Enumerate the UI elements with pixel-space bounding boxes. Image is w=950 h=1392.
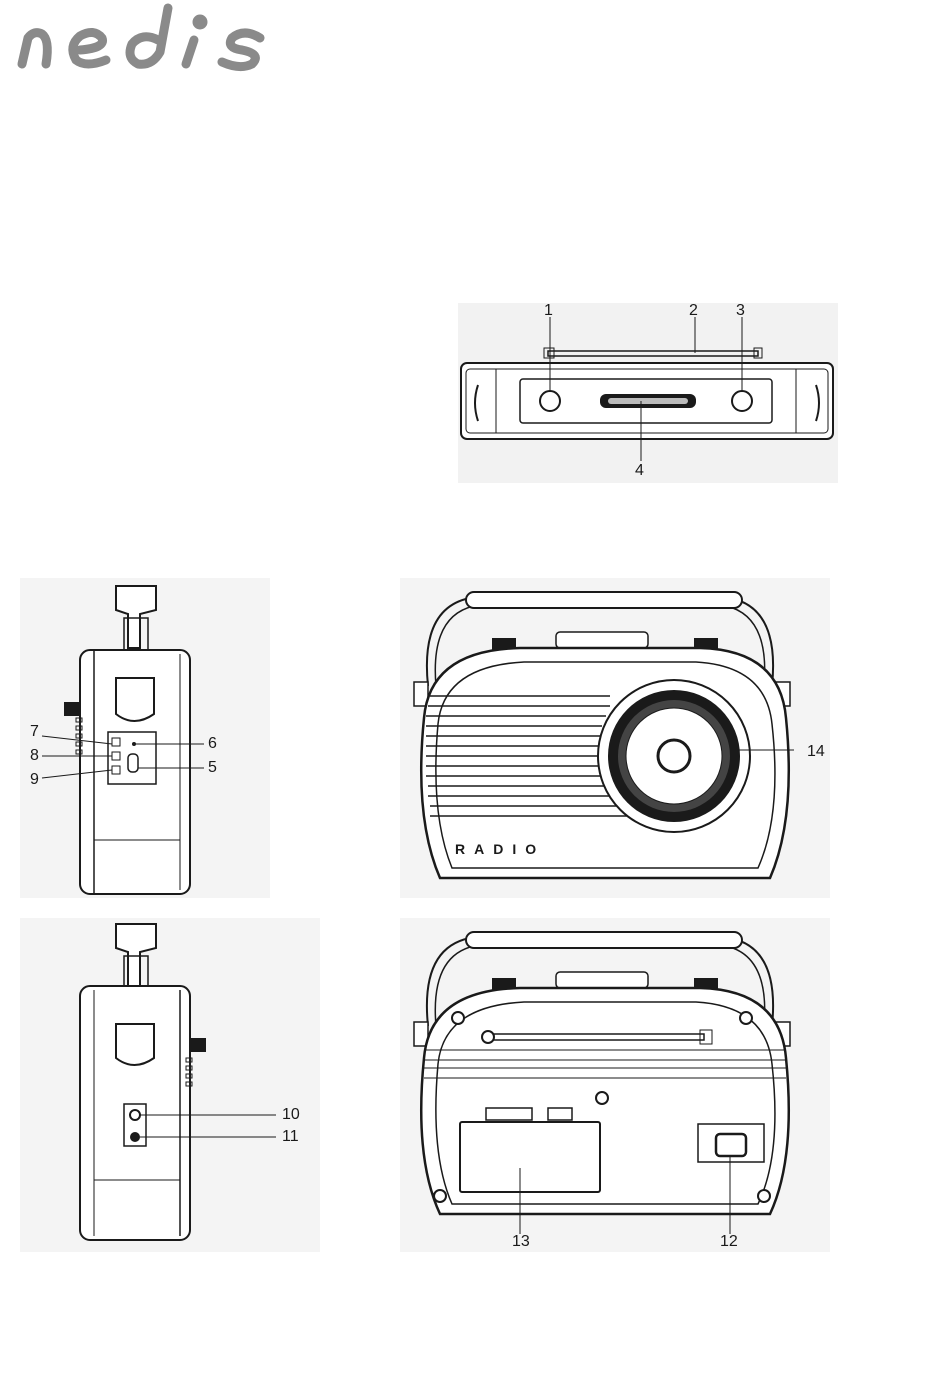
- callout-5: 5: [208, 760, 217, 776]
- callout-10: 10: [282, 1107, 300, 1123]
- callout-13: 13: [512, 1234, 530, 1250]
- callout-11: 11: [282, 1129, 299, 1145]
- callout-2: 2: [689, 303, 698, 319]
- side-view-right-figure: 10 11: [20, 918, 320, 1252]
- side-view-left-figure: 7 8 9 6 5: [20, 578, 270, 898]
- callout-9: 9: [30, 772, 39, 788]
- top-view-figure: 1 2 3 4: [458, 303, 838, 483]
- callout-8: 8: [30, 748, 39, 764]
- radio-front-text: RADIO: [455, 841, 545, 857]
- brand-logo: [8, 0, 308, 80]
- callout-6: 6: [208, 736, 217, 752]
- front-view-figure: RADIO 14: [400, 578, 830, 898]
- callout-3: 3: [736, 303, 745, 319]
- callout-14: 14: [807, 744, 825, 760]
- back-view-figure: 13 12: [400, 918, 830, 1252]
- callout-7: 7: [30, 724, 39, 740]
- callout-4: 4: [635, 463, 644, 479]
- callout-12: 12: [720, 1234, 738, 1250]
- callout-1: 1: [544, 303, 553, 319]
